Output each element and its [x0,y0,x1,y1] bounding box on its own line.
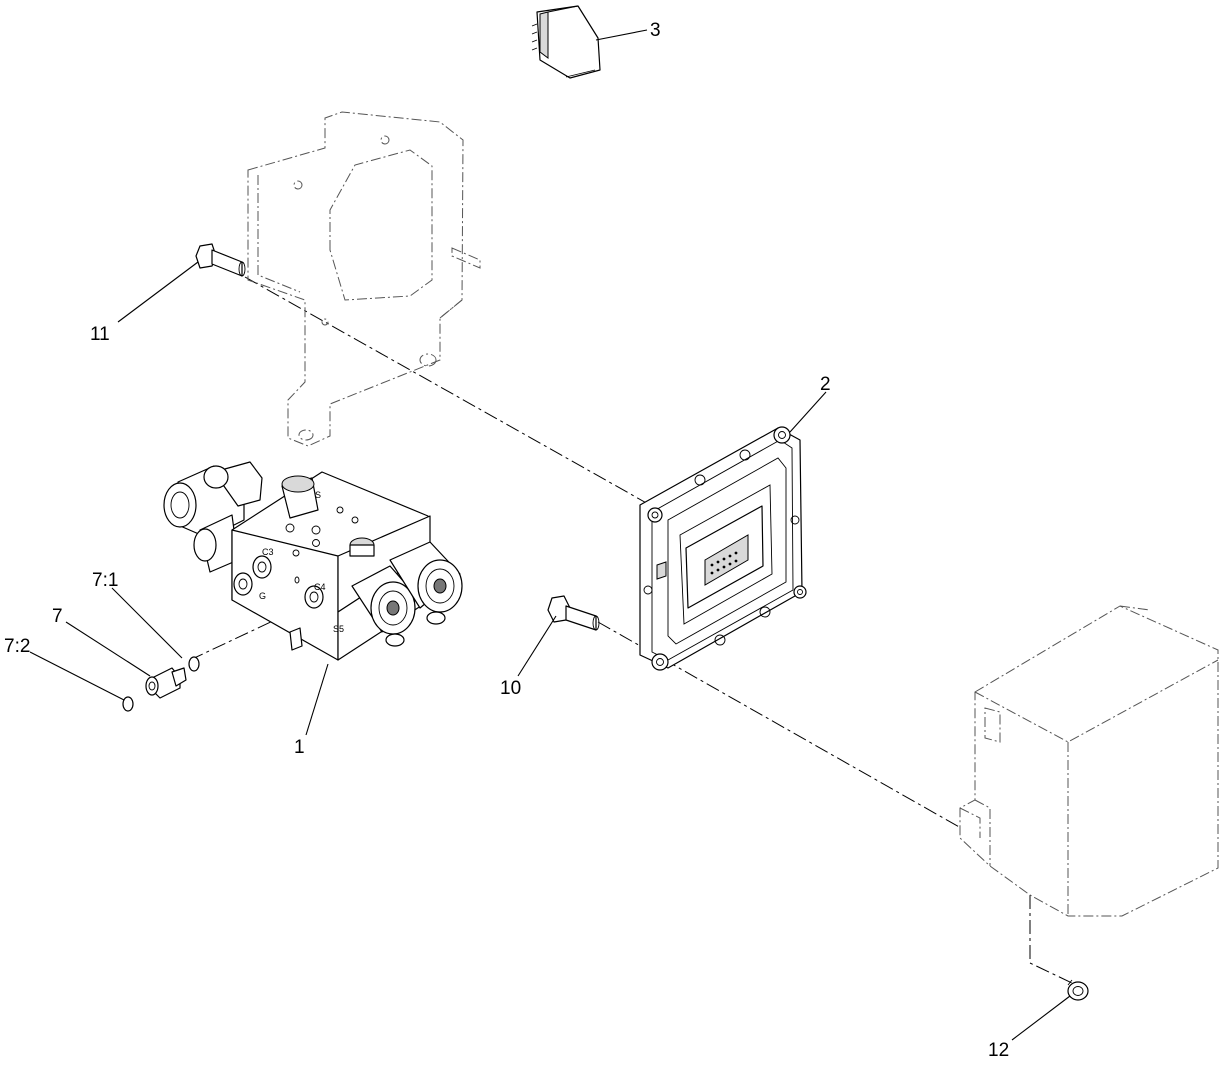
part-1-valve-manifold: C3 C4 G S5 S [163,461,463,661]
part-2-controller [639,426,807,671]
enclosure-cover-phantom [959,605,1219,917]
callout-3: 3 [650,20,661,41]
port-stamp-c4: C4 [314,582,326,592]
part-7-2-o-ring [122,696,134,712]
callout-1: 1 [294,737,305,758]
callout-11: 11 [90,324,110,345]
callout-labels: 3 2 11 10 1 7:1 7 7:2 12 [4,20,1009,1061]
port-stamp-s: S [315,490,321,500]
callout-12: 12 [988,1040,1009,1061]
callout-7-1: 7:1 [92,570,118,591]
port-stamp-g: G [259,591,266,601]
part-10-cap-screw [547,595,600,631]
part-7-fitting [145,667,187,699]
mounting-bracket-phantom [247,111,481,447]
part-3-relay [531,5,601,79]
callout-7-2: 7:2 [4,636,30,657]
part-11-cap-screw [195,243,246,277]
port-stamp-s5: S5 [333,624,344,634]
port-stamp-c3: C3 [262,547,274,557]
part-12-flange-nut [1067,979,1089,1001]
callout-7: 7 [52,606,63,627]
callout-10: 10 [500,678,521,699]
controller-connector-pins [710,551,738,575]
leader-lines [29,29,1071,1041]
part-7-1-o-ring [188,656,200,672]
callout-2: 2 [820,374,831,395]
